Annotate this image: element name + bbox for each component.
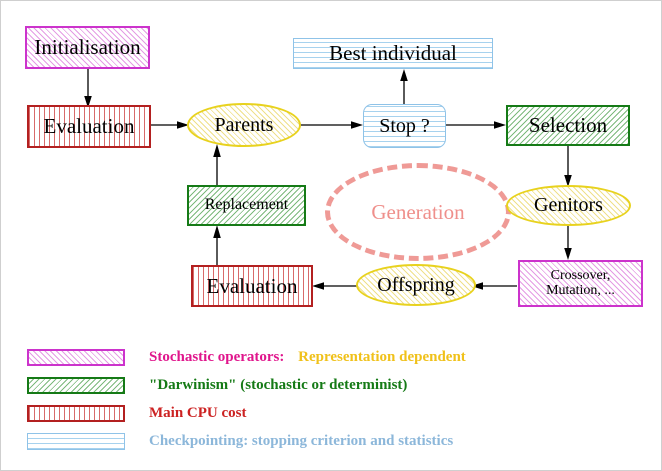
node-best-individual-label: Best individual <box>329 41 457 66</box>
legend-label-stochastic-operators: Stochastic operators: Representation dep… <box>149 349 466 366</box>
node-stop-label: Stop ? <box>379 114 430 137</box>
edge-evaluation-to-replacement <box>211 225 223 267</box>
edge-selection-to-genitors <box>562 145 574 188</box>
edge-evaluation-to-parents <box>150 119 190 131</box>
legend-label-checkpointing: Checkpointing: stopping criterion and st… <box>149 433 453 450</box>
legend-row-darwinism: "Darwinism" (stochastic or determinist) <box>27 377 407 394</box>
legend-swatch-green-diagonal-hatch <box>27 377 125 394</box>
node-evaluation-bottom[interactable]: Evaluation <box>191 265 313 307</box>
legend-swatch-red-vertical-hatch <box>27 405 125 422</box>
node-evaluation-top-label: Evaluation <box>43 114 135 139</box>
node-stop[interactable]: Stop ? <box>363 104 446 148</box>
node-generation-loop: Generation <box>325 163 511 261</box>
node-initialisation[interactable]: Initialisation <box>25 26 150 69</box>
legend-swatch-blue-horizontal-hatch <box>27 433 125 450</box>
node-evaluation-top[interactable]: Evaluation <box>27 105 151 148</box>
legend-label-main-cpu-cost: Main CPU cost <box>149 405 247 422</box>
edge-initialisation-to-evaluation <box>82 67 94 109</box>
edge-crossover-to-offspring <box>471 280 517 292</box>
node-evaluation-bottom-label: Evaluation <box>206 273 298 298</box>
legend-label-darwinism: "Darwinism" (stochastic or determinist) <box>149 377 407 394</box>
node-genitors[interactable]: Genitors <box>506 185 631 226</box>
node-parents[interactable]: Parents <box>187 103 301 147</box>
edge-offspring-to-evaluation <box>312 280 360 292</box>
legend-text-part1: Stochastic operators: <box>149 349 285 365</box>
node-replacement-label: Replacement <box>204 196 289 214</box>
edge-parents-to-stop <box>300 119 364 131</box>
edge-genitors-to-crossover <box>562 225 574 261</box>
edge-replacement-to-parents <box>211 144 223 187</box>
node-parents-label: Parents <box>214 113 274 136</box>
legend-text-part1: Main CPU cost <box>149 405 247 421</box>
legend-row-checkpointing: Checkpointing: stopping criterion and st… <box>27 433 453 450</box>
node-replacement[interactable]: Replacement <box>187 185 306 226</box>
node-offspring-label: Offspring <box>377 273 455 296</box>
node-selection[interactable]: Selection <box>506 105 630 146</box>
legend-swatch-magenta-diagonal-hatch <box>27 349 125 366</box>
node-selection-label: Selection <box>528 113 608 138</box>
node-crossover-mutation[interactable]: Crossover, Mutation, ... <box>518 260 643 307</box>
legend-text-part1: Checkpointing: stopping criterion and st… <box>149 433 454 449</box>
legend-row-main-cpu-cost: Main CPU cost <box>27 405 247 422</box>
node-initialisation-label: Initialisation <box>34 35 141 60</box>
node-crossover-line2: Mutation, ... <box>546 282 615 298</box>
node-genitors-label: Genitors <box>534 194 603 216</box>
node-crossover-line1: Crossover, <box>550 267 611 283</box>
node-best-individual[interactable]: Best individual <box>293 38 493 69</box>
node-generation-label: Generation <box>371 199 465 224</box>
edge-stop-to-best-individual <box>398 69 410 107</box>
legend-row-stochastic-operators: Stochastic operators: Representation dep… <box>27 349 466 366</box>
edge-stop-to-selection <box>445 119 507 131</box>
legend-text-part2: Representation dependent <box>298 349 466 365</box>
node-offspring[interactable]: Offspring <box>356 264 476 306</box>
legend-text-part1: "Darwinism" (stochastic or determinist) <box>149 377 408 393</box>
